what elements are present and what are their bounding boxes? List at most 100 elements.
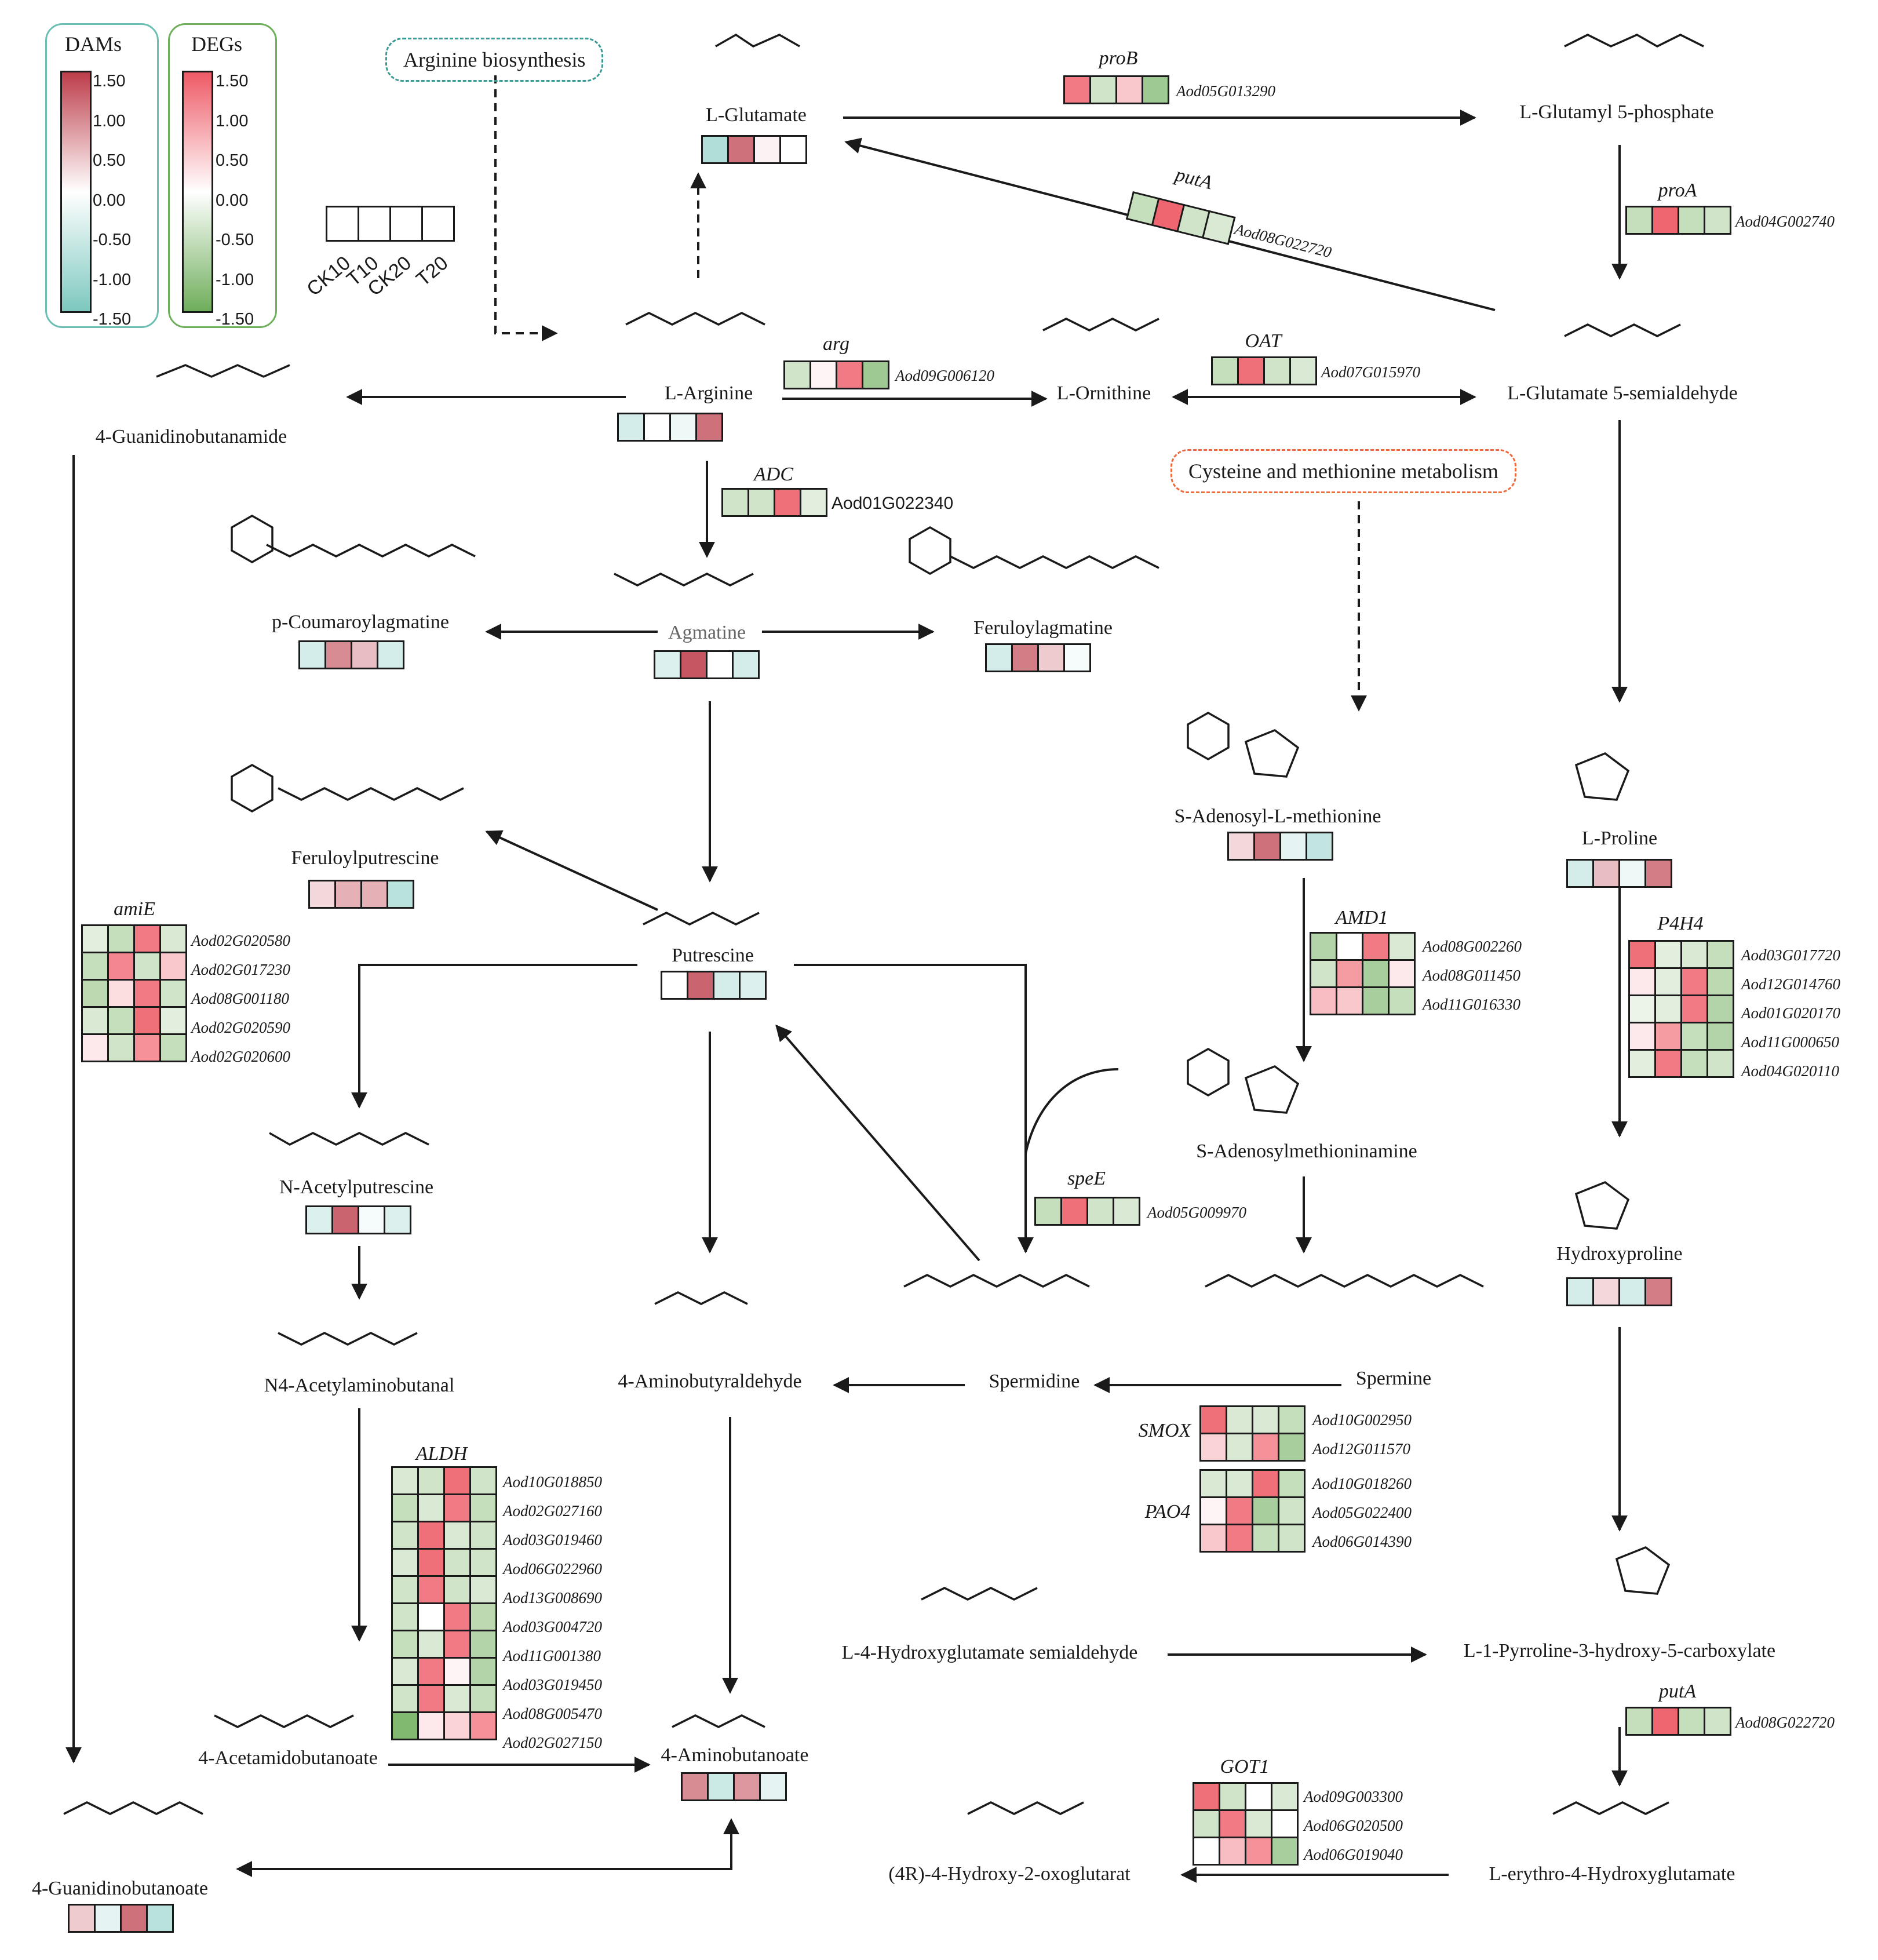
heatmap-cell [391, 1684, 419, 1713]
heatmap-PAO4 [1199, 1469, 1306, 1553]
arrow-putrescine-to-spermidine [794, 964, 1034, 1254]
heatmap-cell [443, 1521, 471, 1550]
heatmap-cell [1706, 1049, 1734, 1078]
acc-putA2: Aod08G022720 [1735, 1714, 1835, 1731]
gene-speE: speE [1067, 1168, 1106, 1189]
label-sam: S-Adenosyl-L-methionine [1174, 806, 1381, 827]
heatmap-cell [1063, 75, 1091, 104]
heatmap-GOT1 [1193, 1782, 1299, 1866]
heatmap-cell [1219, 1809, 1246, 1838]
heatmap-cell [1618, 859, 1646, 888]
heatmap-cell [759, 1772, 787, 1801]
heatmap-cell [1680, 1049, 1708, 1078]
label-semialdehyde: L-Glutamate 5-semialdehyde [1507, 382, 1738, 404]
heatmap-cell [1219, 1837, 1246, 1866]
heatmap-cell [779, 135, 807, 164]
heatmap-cell [1253, 832, 1281, 861]
gene-proB: proB [1099, 48, 1138, 69]
structure-samine-ring [1187, 1047, 1230, 1097]
structure-arginine [625, 312, 765, 326]
heatmap-acetylputrescine [305, 1205, 411, 1234]
heatmap-cell [727, 135, 755, 164]
structure-ornithine [1042, 318, 1159, 331]
heatmap-cell [1237, 356, 1265, 385]
heatmap-cell [68, 1904, 96, 1933]
heatmap-cell [1252, 1496, 1279, 1525]
heatmap-cell [1199, 1496, 1227, 1525]
heatmap-cell [469, 1630, 497, 1659]
heatmap-hydroxyproline [1566, 1277, 1672, 1306]
heatmap-cell [1651, 1707, 1679, 1736]
heatmap-cell [1113, 1197, 1140, 1226]
acc-amiE-5: Aod02G020600 [191, 1048, 290, 1065]
heatmap-proB [1063, 75, 1169, 104]
heatmap-cell [643, 413, 671, 442]
acc-amiE-2: Aod02G017230 [191, 961, 290, 978]
heatmap-cell [721, 488, 749, 517]
heatmap-cell [443, 1575, 471, 1604]
heatmap-cell [469, 1657, 497, 1686]
acc-P4H4-4: Aod11G000650 [1741, 1033, 1839, 1051]
acc-ALDH-8: Aod03G019450 [503, 1676, 602, 1693]
heatmap-putA2 [1625, 1707, 1731, 1736]
heatmap-cell [81, 952, 109, 981]
heatmap-SMOX [1199, 1405, 1306, 1462]
heatmap-cell [1680, 967, 1708, 996]
heatmap-cell [1279, 832, 1307, 861]
heatmap-glutamate [701, 135, 807, 164]
heatmap-OAT [1211, 356, 1317, 385]
heatmap-cell [1654, 1049, 1682, 1078]
structure-sam-ring [1187, 711, 1230, 761]
heatmap-cell [305, 1205, 333, 1234]
sample-key-grid [326, 206, 457, 242]
heatmap-cell [159, 1033, 187, 1062]
heatmap-cell [391, 1575, 419, 1604]
heatmap-coumaroylagmatine [298, 640, 404, 669]
heatmap-cell [391, 1466, 419, 1495]
heatmap-cell [391, 1602, 419, 1631]
heatmap-cell [417, 1602, 445, 1631]
structure-glutamyl5p [1564, 34, 1704, 48]
label-putrescine: Putrescine [672, 945, 754, 966]
structure-pyrroline-ring [1615, 1546, 1671, 1595]
arrow-putrescine-branch-acetyl [351, 964, 637, 1109]
arrow-aminobutanoate-guanidinobutanoate [236, 1818, 739, 1877]
heatmap-cell [1271, 1782, 1299, 1811]
dams-legend [45, 23, 159, 328]
heatmap-cell [1644, 1277, 1672, 1306]
heatmap-cell [443, 1548, 471, 1577]
heatmap-cell [753, 135, 781, 164]
heatmap-cell [1211, 356, 1239, 385]
label-spermidine: Spermidine [989, 1371, 1080, 1392]
heatmap-cell [443, 1493, 471, 1522]
label-guanidinobutanamide: 4-Guanidinobutanamide [95, 426, 287, 447]
heatmap-ADC [721, 488, 827, 517]
heatmap-cell [1202, 211, 1235, 244]
heatmap-cell [1226, 1469, 1253, 1498]
acc-AMD1-2: Aod08G011450 [1423, 967, 1520, 984]
heatmap-cell [687, 971, 714, 1000]
heatmap-cell [81, 979, 109, 1008]
gene-ALDH: ALDH [415, 1443, 468, 1464]
heatmap-feruloylputrescine [308, 880, 414, 909]
heatmap-cell [1644, 859, 1672, 888]
degs-colorbar [182, 71, 213, 313]
heatmap-cell [1278, 1469, 1306, 1498]
heatmap-cell [1086, 1197, 1114, 1226]
heatmap-cell [1252, 1405, 1279, 1434]
gene-ADC: ADC [754, 464, 793, 485]
acc-PAO4-1: Aod10G018260 [1312, 1475, 1412, 1492]
gene-PAO4: PAO4 [1144, 1501, 1191, 1522]
heatmap-cell [681, 1772, 709, 1801]
heatmap-cell [1362, 932, 1390, 961]
structure-hydroxyoxoglutarat [967, 1801, 1084, 1815]
heatmap-cell [706, 650, 734, 679]
heatmap-arginine [617, 413, 723, 442]
heatmap-cell [1388, 986, 1416, 1015]
heatmap-cell [469, 1548, 497, 1577]
structure-guanidinobutanamide [156, 364, 290, 378]
heatmap-cell [1278, 1433, 1306, 1462]
heatmap-guanidinobutanoate [68, 1904, 174, 1933]
